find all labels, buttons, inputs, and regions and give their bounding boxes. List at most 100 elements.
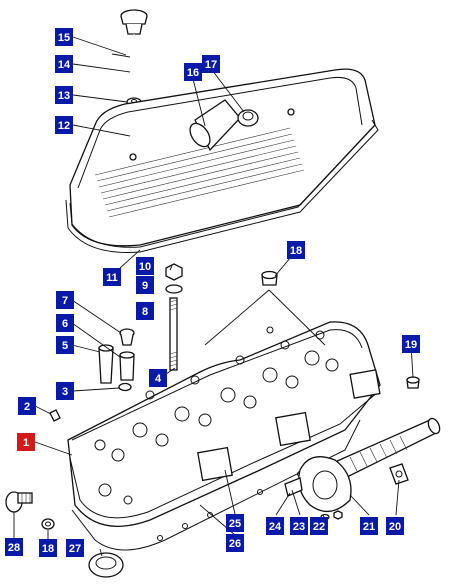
- callout-18-lower-box: [39, 539, 57, 557]
- callout-3: 3: [56, 382, 74, 400]
- callout-24: 24: [266, 517, 284, 535]
- callout-17: 17: [202, 55, 220, 73]
- callout-17-box: [202, 55, 220, 73]
- callout-17-label: 17: [205, 59, 217, 71]
- callout-27-box: [66, 539, 84, 557]
- callout-12-label: 12: [58, 120, 70, 132]
- core-plug: [261, 270, 278, 286]
- callout-2-label: 2: [24, 401, 30, 413]
- valve-spring-cap: [119, 351, 135, 381]
- water-outlet-pipe: [334, 417, 441, 479]
- callout-24-label: 24: [269, 521, 282, 533]
- callout-22-label: 22: [313, 521, 325, 533]
- callout-5: 5: [56, 336, 74, 354]
- thermostat-housing: [298, 456, 352, 512]
- callout-7: 7: [56, 291, 74, 309]
- temperature-fitting: [389, 463, 409, 485]
- parts-layer: [5, 9, 441, 578]
- pin: [111, 53, 131, 58]
- callout-16: 16: [184, 63, 202, 81]
- callout-6-label: 6: [62, 318, 68, 330]
- callout-20-box: [386, 517, 404, 535]
- cylinder-head: [67, 321, 381, 551]
- callout-22-box: [310, 517, 328, 535]
- callout-9: 9: [136, 276, 154, 294]
- callout-5-box: [56, 336, 74, 354]
- callout-12-box: [55, 116, 73, 134]
- leader-lines: [13, 36, 414, 557]
- small-stud: [284, 477, 303, 497]
- callout-25: 25: [226, 514, 244, 532]
- callout-18-upper-label: 18: [290, 245, 302, 257]
- callout-28: 28: [5, 538, 23, 556]
- callout-15-box: [55, 28, 73, 46]
- callout-2-box: [18, 397, 36, 415]
- callout-27-label: 27: [69, 543, 81, 555]
- callout-16-box: [184, 63, 202, 81]
- callout-26-box: [226, 534, 244, 552]
- callout-19: 19: [402, 335, 420, 353]
- callout-11-label: 11: [106, 272, 118, 284]
- seal-ring: [88, 552, 124, 578]
- callout-13-label: 13: [58, 90, 70, 102]
- callout-10-label: 10: [139, 261, 151, 273]
- callout-18-upper: 18: [287, 241, 305, 259]
- oil-filler-cap: [120, 9, 148, 92]
- plug: [406, 376, 420, 389]
- callout-3-label: 3: [62, 386, 68, 398]
- callout-28-box: [5, 538, 23, 556]
- rocker-cover: [65, 68, 379, 253]
- callout-4: 4: [149, 369, 167, 387]
- callout-9-box: [136, 276, 154, 294]
- callout-18-upper-box: [287, 241, 305, 259]
- callout-8-box: [136, 302, 154, 320]
- callout-14: 14: [55, 55, 73, 73]
- callout-15: 15: [55, 28, 73, 46]
- callout-badges: 1 2 3 4 5 6 7 8: [5, 28, 420, 557]
- callout-26: 26: [226, 534, 244, 552]
- callout-1-box: [17, 433, 35, 451]
- callout-3-box: [56, 382, 74, 400]
- callout-6-box: [56, 314, 74, 332]
- drain-plug: [41, 518, 55, 530]
- callout-4-label: 4: [155, 373, 162, 385]
- callout-19-box: [402, 335, 420, 353]
- callout-18-lower: 18: [39, 539, 57, 557]
- head-bolt: [5, 491, 33, 513]
- callout-5-label: 5: [62, 340, 68, 352]
- callout-23: 23: [290, 517, 308, 535]
- callout-14-box: [55, 55, 73, 73]
- callout-26-label: 26: [229, 538, 241, 550]
- stud-washer: [165, 284, 183, 294]
- nut-small: [333, 510, 343, 520]
- callout-23-box: [290, 517, 308, 535]
- callout-9-label: 9: [142, 280, 148, 292]
- callout-28-label: 28: [8, 542, 20, 554]
- callout-18-lower-label: 18: [42, 543, 54, 555]
- callout-7-label: 7: [62, 295, 68, 307]
- callout-11-box: [103, 268, 121, 286]
- breather-cap: [237, 109, 259, 127]
- callout-15-label: 15: [58, 32, 70, 44]
- valve-guide: [98, 344, 114, 384]
- callout-8-label: 8: [142, 306, 148, 318]
- callout-8: 8: [136, 302, 154, 320]
- callout-20: 20: [386, 517, 404, 535]
- callout-21: 21: [360, 517, 378, 535]
- callout-25-box: [226, 514, 244, 532]
- valve-collar: [119, 328, 135, 346]
- callout-2: 2: [18, 397, 36, 415]
- callout-13-box: [55, 86, 73, 104]
- stud: [169, 297, 178, 371]
- callout-27: 27: [66, 539, 84, 557]
- callout-7-box: [56, 291, 74, 309]
- callout-12: 12: [55, 116, 73, 134]
- callout-23-label: 23: [293, 521, 305, 533]
- small-washer: [118, 382, 132, 392]
- callout-19-label: 19: [405, 339, 417, 351]
- callout-11: 11: [103, 268, 121, 286]
- callout-14-label: 14: [58, 59, 71, 71]
- callout-6: 6: [56, 314, 74, 332]
